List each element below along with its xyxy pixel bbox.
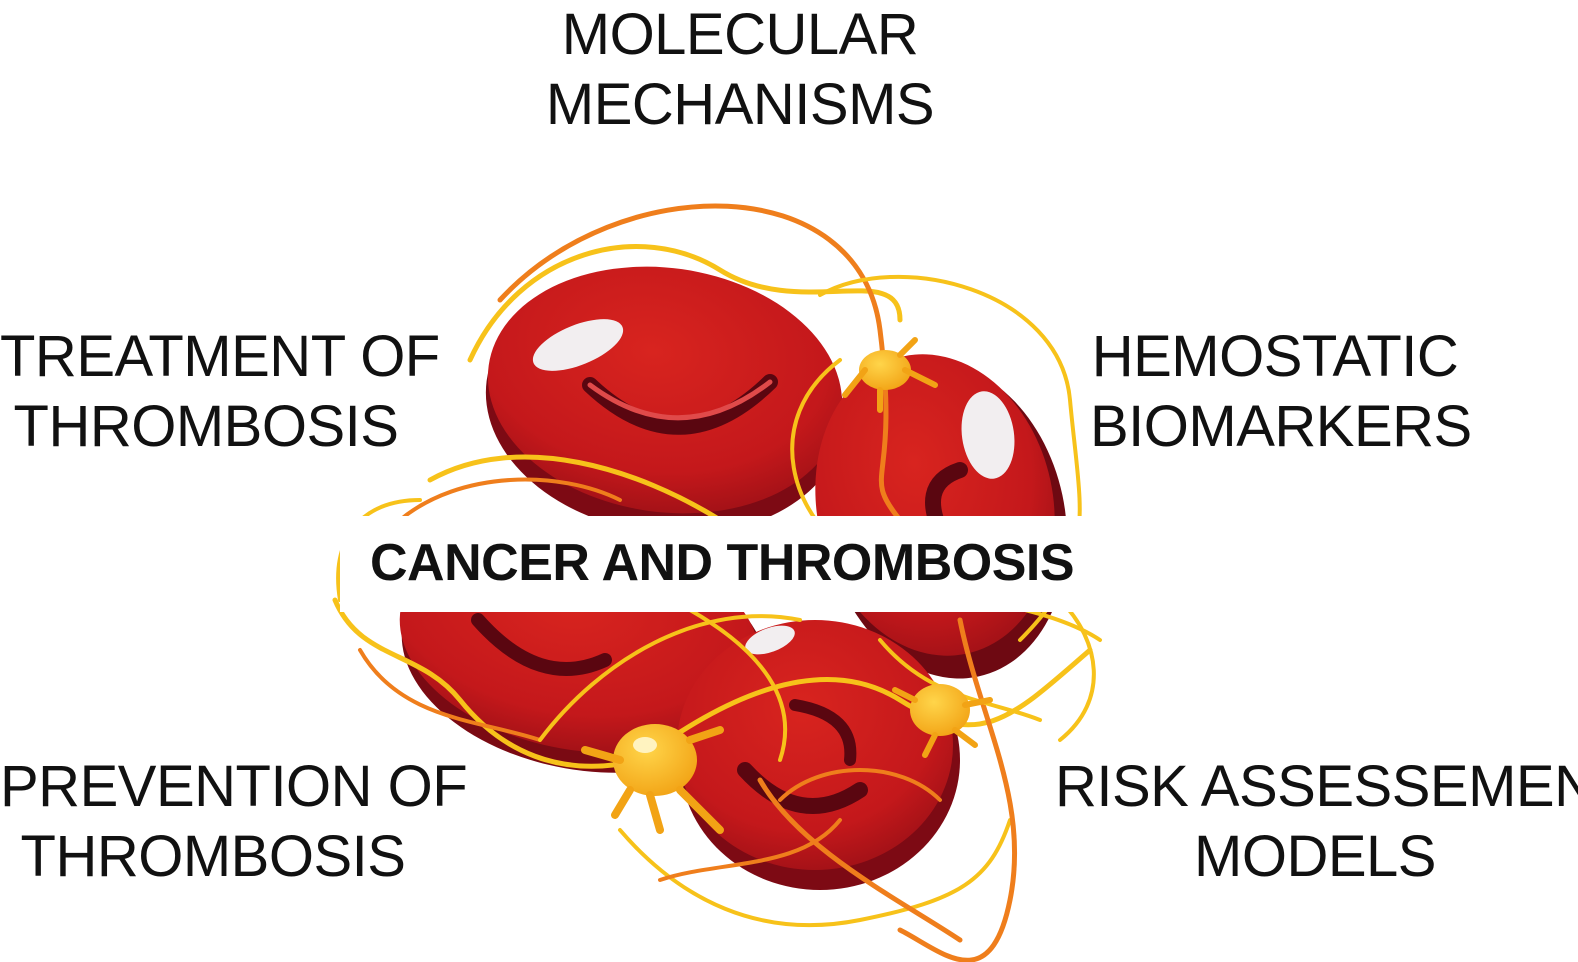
platelets <box>581 337 993 834</box>
platelet-top <box>842 337 938 413</box>
topic-line: MODELS <box>1194 824 1436 889</box>
topic-line: HEMOSTATIC <box>1091 324 1459 389</box>
platelet-right <box>892 684 993 758</box>
topic-prevention-of-thrombosis: PREVENTION OF THROMBOSIS <box>0 752 468 892</box>
topic-line: THROMBOSIS <box>20 824 406 889</box>
topic-line: MOLECULAR <box>561 2 919 67</box>
topic-line: PREVENTION OF <box>0 754 468 819</box>
center-banner <box>340 516 1104 612</box>
topic-molecular-mechanisms: MOLECULAR MECHANISMS <box>540 0 940 140</box>
topic-line: MECHANISMS <box>545 72 935 137</box>
platelet-bottom-left <box>581 724 724 834</box>
topic-risk-assessment-models: RISK ASSESSEMENT MODELS <box>1055 752 1578 892</box>
center-title: CANCER AND THROMBOSIS <box>369 534 1075 592</box>
topic-hemostatic-biomarkers: HEMOSTATIC BIOMARKERS <box>1090 322 1472 462</box>
fibrin-strands <box>332 203 1102 962</box>
topic-treatment-of-thrombosis: TREATMENT OF THROMBOSIS <box>0 322 440 462</box>
topic-line: RISK ASSESSEMENT <box>1055 754 1578 819</box>
topic-line: THROMBOSIS <box>13 394 399 459</box>
topic-line: TREATMENT OF <box>0 324 440 389</box>
topic-line: BIOMARKERS <box>1090 394 1472 459</box>
rbc-bottom <box>677 620 953 870</box>
